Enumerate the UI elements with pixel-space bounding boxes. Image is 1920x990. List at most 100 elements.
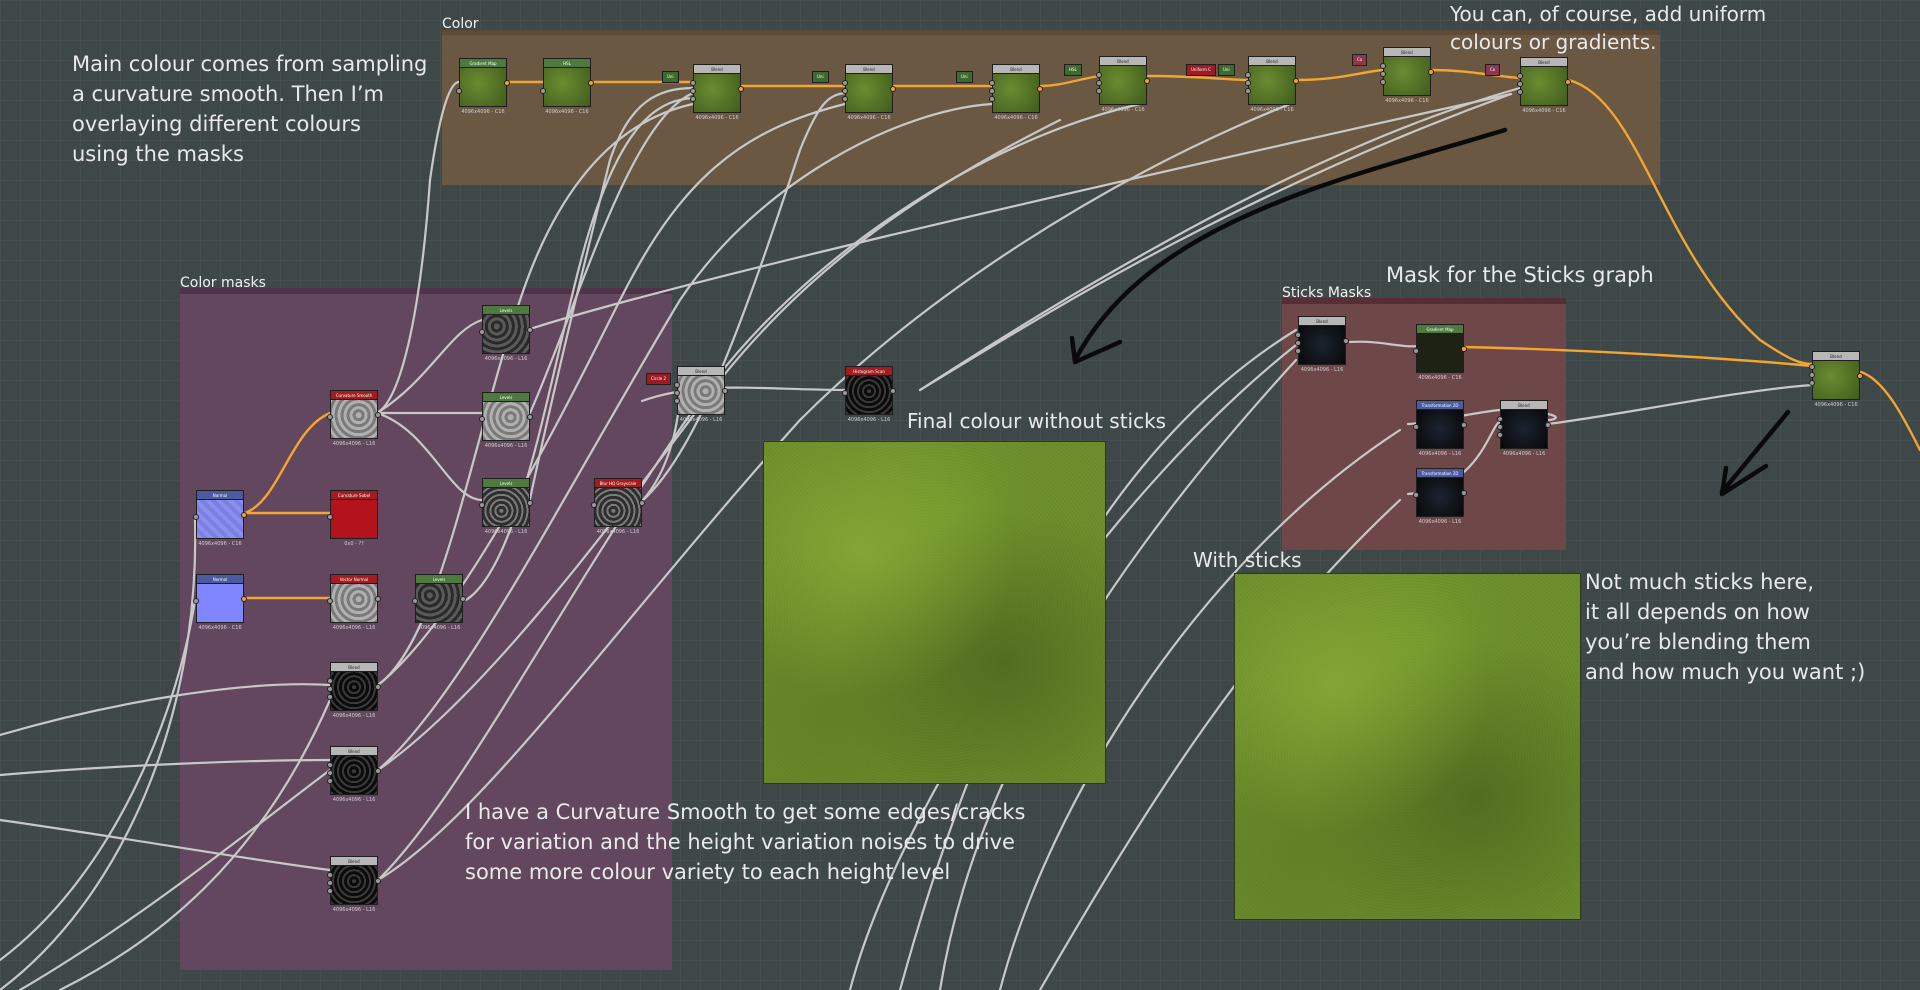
blend-node[interactable]: Blend 4096x4096 - L16 [1295,316,1349,373]
input-port[interactable] [842,80,848,86]
input-port[interactable] [327,762,333,768]
input-port[interactable] [1517,89,1523,95]
vector-normal-node[interactable]: Vector Normal 4096x4096 - L16 [327,574,381,631]
blend-node[interactable]: Blend 4096x4096 - L16 [327,856,381,913]
levels-node[interactable]: Levels 4096x4096 - L16 [479,305,533,362]
final-blend-node[interactable]: Blend 4096x4096 - C16 [1809,351,1863,408]
input-port[interactable] [327,872,333,878]
input-port[interactable] [1380,63,1386,69]
output-port[interactable] [1293,78,1299,84]
output-port[interactable] [1428,69,1434,75]
output-port[interactable] [588,80,594,86]
output-port[interactable] [527,327,533,333]
levels-node[interactable]: Levels 4096x4096 - L16 [412,574,466,631]
input-port[interactable] [193,514,199,520]
normal-input-node[interactable]: Normal 4096x4096 - C16 [193,490,247,547]
input-port[interactable] [690,88,696,94]
input-port[interactable] [1245,88,1251,94]
output-port[interactable] [639,500,645,506]
input-port[interactable] [479,502,485,508]
input-port[interactable] [1809,380,1815,386]
input-port[interactable] [1413,348,1419,354]
input-port[interactable] [479,416,485,422]
input-port[interactable] [1497,432,1503,438]
input-port[interactable] [1413,492,1419,498]
normal-input-node[interactable]: Normal 4096x4096 - C16 [193,574,247,631]
output-port[interactable] [375,768,381,774]
input-port[interactable] [1380,71,1386,77]
blur-hq-node[interactable]: Blur HQ Grayscale 4096x4096 - L16 [591,478,645,535]
input-port[interactable] [1096,72,1102,78]
input-port[interactable] [327,678,333,684]
curvature-sobel-node[interactable]: Curvature Sobel 0x0 - ?? [327,490,378,547]
output-port[interactable] [241,512,247,518]
output-port[interactable] [527,414,533,420]
input-port[interactable] [989,88,995,94]
blend-node[interactable]: Blend 4096x4096 - C16 [1245,56,1299,113]
input-port[interactable] [540,88,546,94]
blend-node[interactable]: Blend 4096x4096 - L16 [1497,400,1551,457]
input-port[interactable] [842,390,848,396]
input-port[interactable] [1096,80,1102,86]
input-port[interactable] [327,778,333,784]
input-port[interactable] [1497,416,1503,422]
input-port[interactable] [842,88,848,94]
blend-node[interactable]: Blend 4096x4096 - C16 [1517,57,1571,114]
output-port[interactable] [504,80,510,86]
output-port[interactable] [375,412,381,418]
output-port[interactable] [1461,490,1467,496]
output-port[interactable] [1545,422,1551,428]
blend-node[interactable]: Blend 4096x4096 - C16 [842,64,896,121]
output-port[interactable] [890,388,896,394]
output-port[interactable] [722,388,728,394]
blend-node[interactable]: Blend 4096x4096 - C16 [989,64,1043,121]
param-node[interactable]: HSL [1064,64,1082,76]
output-port[interactable] [375,878,381,884]
param-node[interactable]: Uni [812,71,829,83]
transformation-2d-node[interactable]: Transformation 2D 4096x4096 - L16 [1413,400,1467,457]
output-port[interactable] [1037,86,1043,92]
input-port[interactable] [327,598,333,604]
input-port[interactable] [327,888,333,894]
output-port[interactable] [1144,78,1150,84]
input-port[interactable] [1295,348,1301,354]
blend-node[interactable]: Blend 4096x4096 - L16 [674,366,728,423]
input-port[interactable] [327,514,333,520]
input-port[interactable] [842,96,848,102]
blend-node[interactable]: Blend 4096x4096 - C16 [1380,47,1434,104]
input-port[interactable] [479,329,485,335]
output-port[interactable] [527,500,533,506]
levels-node[interactable]: Levels 4096x4096 - L16 [479,478,533,535]
param-node[interactable]: Uni [1218,64,1235,76]
input-port[interactable] [456,88,462,94]
input-port[interactable] [989,96,995,102]
blend-node[interactable]: Blend 4096x4096 - L16 [327,662,381,719]
input-port[interactable] [327,414,333,420]
blend-node[interactable]: Blend 4096x4096 - C16 [1096,56,1150,113]
input-port[interactable] [1295,332,1301,338]
input-port[interactable] [690,80,696,86]
blend-node[interactable]: Blend 4096x4096 - C16 [690,64,744,121]
output-port[interactable] [375,596,381,602]
input-port[interactable] [327,686,333,692]
output-port[interactable] [1565,79,1571,85]
param-node[interactable]: Circle 2 [646,373,672,385]
input-port[interactable] [1497,424,1503,430]
input-port[interactable] [193,598,199,604]
input-port[interactable] [591,502,597,508]
transformation-2d-node[interactable]: Transformation 2D 4096x4096 - L16 [1413,468,1467,525]
output-port[interactable] [1343,338,1349,344]
input-port[interactable] [989,80,995,86]
output-port[interactable] [890,86,896,92]
input-port[interactable] [674,390,680,396]
output-port[interactable] [738,86,744,92]
input-port[interactable] [674,382,680,388]
param-node[interactable]: Uni [662,71,679,83]
input-port[interactable] [1245,80,1251,86]
param-node[interactable]: Co [1352,54,1368,66]
output-port[interactable] [1461,422,1467,428]
input-port[interactable] [1380,79,1386,85]
input-port[interactable] [327,694,333,700]
curvature-smooth-node[interactable]: Curvature Smooth 4096x4096 - L16 [327,390,381,447]
blend-node[interactable]: Blend 4096x4096 - L16 [327,746,381,803]
